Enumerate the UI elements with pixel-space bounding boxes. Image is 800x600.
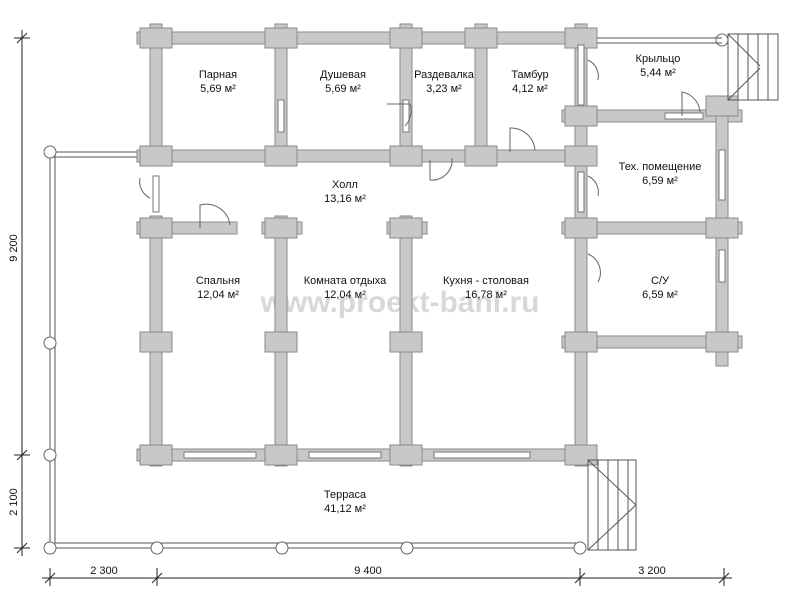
room-kryltso-area: 5,44 м² <box>640 67 676 79</box>
room-razdevalka-area: 3,23 м² <box>426 83 462 95</box>
dimension-bottom: 2 300 9 400 3 200 <box>42 565 732 586</box>
room-holl-name: Холл <box>332 179 358 191</box>
room-labels: Парная 5,69 м² Душевая 5,69 м² Раздевалк… <box>196 53 701 515</box>
room-dushevaya-area: 5,69 м² <box>325 83 361 95</box>
dim-bottom-left: 2 300 <box>90 565 118 577</box>
room-terrasa-area: 41,12 м² <box>324 503 366 515</box>
room-komnata-area: 12,04 м² <box>324 289 366 301</box>
windows <box>152 44 726 459</box>
dim-left-upper: 9 200 <box>8 234 20 262</box>
terrace-stairs <box>587 459 637 551</box>
porch-stairs <box>727 33 779 101</box>
room-tambur-name: Тамбур <box>511 69 548 81</box>
room-kuhnya-name: Кухня - столовая <box>443 275 529 287</box>
room-parnaya-area: 5,69 м² <box>200 83 236 95</box>
room-parnaya-name: Парная <box>199 69 237 81</box>
room-kryltso-name: Крыльцо <box>636 53 681 65</box>
room-spalnya-area: 12,04 м² <box>197 289 239 301</box>
room-razdevalka-name: Раздевалка <box>414 69 475 81</box>
room-tech-area: 6,59 м² <box>642 175 678 187</box>
room-tech-name: Тех. помещение <box>619 161 702 173</box>
room-su-area: 6,59 м² <box>642 289 678 301</box>
dimension-left: 9 200 2 100 <box>8 30 30 556</box>
room-su-name: С/У <box>651 275 670 287</box>
room-terrasa-name: Терраса <box>324 489 367 501</box>
room-tambur-area: 4,12 м² <box>512 83 548 95</box>
room-dushevaya-name: Душевая <box>320 69 366 81</box>
dim-left-lower: 2 100 <box>8 488 20 516</box>
dim-bottom-mid: 9 400 <box>354 565 382 577</box>
dim-bottom-right: 3 200 <box>638 565 666 577</box>
room-komnata-name: Комната отдыха <box>304 275 387 287</box>
room-holl-area: 13,16 м² <box>324 193 366 205</box>
terrace-outline <box>49 151 580 549</box>
doors <box>139 59 701 283</box>
room-spalnya-name: Спальня <box>196 275 240 287</box>
room-kuhnya-area: 16,78 м² <box>465 289 507 301</box>
